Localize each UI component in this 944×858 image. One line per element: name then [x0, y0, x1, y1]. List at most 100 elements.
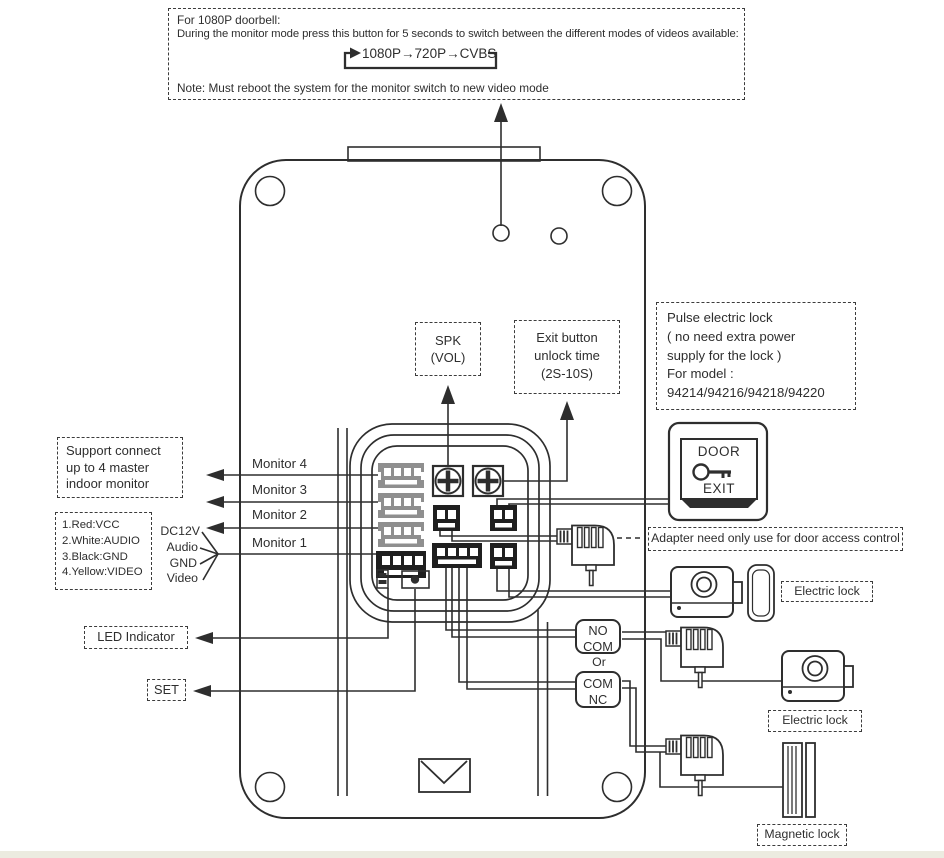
lock-connector — [489, 542, 518, 570]
mode-cvbs: CVBS — [459, 45, 497, 61]
monitor4-connector — [377, 462, 425, 489]
device-body — [239, 146, 646, 819]
screw-hole — [601, 175, 633, 207]
monitor2-connector — [377, 521, 425, 548]
support-note-line: Support connect — [66, 443, 161, 458]
lock1-wire — [496, 569, 672, 592]
relay-no-label: NO — [588, 623, 608, 638]
spk-label-line: SPK — [434, 333, 461, 348]
magnetic-lock-label: Magnetic lock — [757, 824, 847, 846]
mic-hole — [550, 227, 568, 245]
pin-audio-label: Audio — [166, 540, 198, 554]
wire-color-line: 3.Black:GND — [62, 550, 128, 563]
screw-hole — [254, 771, 286, 803]
relay-nc-label: NC — [588, 691, 608, 707]
arrowheads — [193, 47, 574, 697]
connector-panel — [349, 423, 551, 623]
screw-hole — [601, 771, 633, 803]
volume-pot-icon — [431, 464, 465, 498]
relay-com2-label: COM — [583, 676, 613, 691]
adapter-usage-note: Adapter need only use for door access co… — [648, 527, 903, 551]
exit-label-line: (2S-10S) — [540, 366, 594, 381]
monitor3-label: Monitor 3 — [252, 482, 307, 497]
mode-720p: 720P — [414, 45, 447, 61]
magnetic-lock-wire — [659, 752, 784, 788]
note-line-3: Note: Must reboot the system for the mon… — [177, 81, 549, 95]
cable-clamp — [418, 758, 471, 793]
magnetic-lock-component — [782, 742, 816, 818]
monitor4-label: Monitor 4 — [252, 456, 307, 471]
wire-color-legend-box: 1.Red:VCC 2.White:AUDIO 3.Black:GND 4.Ye… — [55, 512, 152, 590]
pulse-note-line: ( no need extra power — [667, 328, 796, 344]
external-components — [556, 421, 854, 818]
electric-lock-label-2: Electric lock — [768, 710, 862, 732]
relay-no-wire — [445, 568, 575, 631]
video-mode-cycle: 1080P → 720P → CVBS — [362, 45, 496, 61]
pin-dc12v-label: DC12V — [160, 524, 200, 538]
relay-com-label: COM — [583, 638, 613, 654]
exit-button-connector — [489, 504, 518, 532]
arrow-right-icon: → — [401, 45, 415, 61]
door-exit-top-text: DOOR — [697, 444, 741, 459]
pulse-note-line: 94214/94216/94218/94220 — [667, 385, 825, 401]
unlock-time-pot-icon — [471, 464, 505, 498]
support-note-line: up to 4 master — [66, 459, 150, 475]
relay-com-nc-box: COM NC — [575, 671, 621, 708]
strike-plate — [747, 564, 775, 622]
relay-nc-wire — [466, 568, 575, 690]
com-nc-out-wire — [622, 687, 667, 753]
set-label: SET — [147, 679, 186, 701]
wire-color-line: 4.Yellow:VIDEO — [62, 566, 143, 579]
mode-1080p: 1080P — [362, 45, 402, 61]
led-wire — [213, 588, 389, 639]
note-line-2: During the monitor mode press this butto… — [177, 28, 739, 40]
electric-lock-label-1: Electric lock — [781, 581, 873, 602]
arrow-right-icon: → — [446, 45, 460, 61]
page-footer-strip — [0, 851, 944, 858]
exit-unlock-time-label: Exit button unlock time (2S-10S) — [514, 320, 620, 394]
pulse-note-line: Pulse electric lock — [667, 310, 773, 325]
adapter1-wire — [451, 531, 558, 542]
monitor2-label: Monitor 2 — [252, 507, 307, 522]
lock1-wire — [508, 569, 672, 598]
mode-button-hole — [492, 224, 510, 242]
relay-or-label: Or — [592, 655, 606, 669]
support-monitors-note-box: Support connect up to 4 master indoor mo… — [57, 437, 183, 498]
com-nc-out-wire — [622, 680, 667, 747]
monitor1-label: Monitor 1 — [252, 535, 307, 550]
video-mode-note-box: For 1080P doorbell: During the monitor m… — [168, 8, 745, 100]
power-adapter-1 — [556, 524, 615, 587]
panel-components — [375, 462, 518, 589]
note-line-1: For 1080P doorbell: — [177, 13, 281, 27]
pin-video-label: Video — [166, 571, 198, 585]
key-icon — [692, 463, 731, 481]
relay-com2-wire — [458, 568, 575, 683]
pulse-lock-note-box: Pulse electric lock ( no need extra powe… — [656, 302, 856, 410]
power-in-connector — [432, 504, 461, 532]
set-wire — [211, 589, 416, 692]
wire-color-line: 1.Red:VCC — [62, 519, 120, 531]
adapter1-wire — [439, 531, 558, 537]
relay-connector — [431, 542, 483, 569]
pin-gnd-label: GND — [169, 556, 197, 570]
relay-com-wire — [451, 568, 575, 638]
led-indicator-component — [376, 569, 389, 589]
spk-label-line: (VOL) — [430, 350, 466, 365]
set-button-component — [401, 570, 430, 589]
screw-hole — [254, 175, 286, 207]
door-exit-bottom-text: EXIT — [702, 481, 735, 496]
wire-color-line: 2.White:AUDIO — [62, 534, 140, 547]
unlock-time-pointer — [503, 420, 568, 482]
led-indicator-label: LED Indicator — [84, 626, 188, 649]
support-note-line: indoor monitor — [66, 476, 150, 491]
wires — [199, 51, 784, 788]
door-exit-button — [667, 421, 769, 522]
exit-label-line: Exit button — [536, 330, 598, 345]
no-com-lock2-wire — [622, 638, 783, 682]
electric-lock-2 — [781, 650, 854, 702]
monitor3-connector — [377, 492, 425, 519]
electric-lock-1 — [670, 566, 743, 618]
mode-cycle-loop — [343, 51, 498, 70]
